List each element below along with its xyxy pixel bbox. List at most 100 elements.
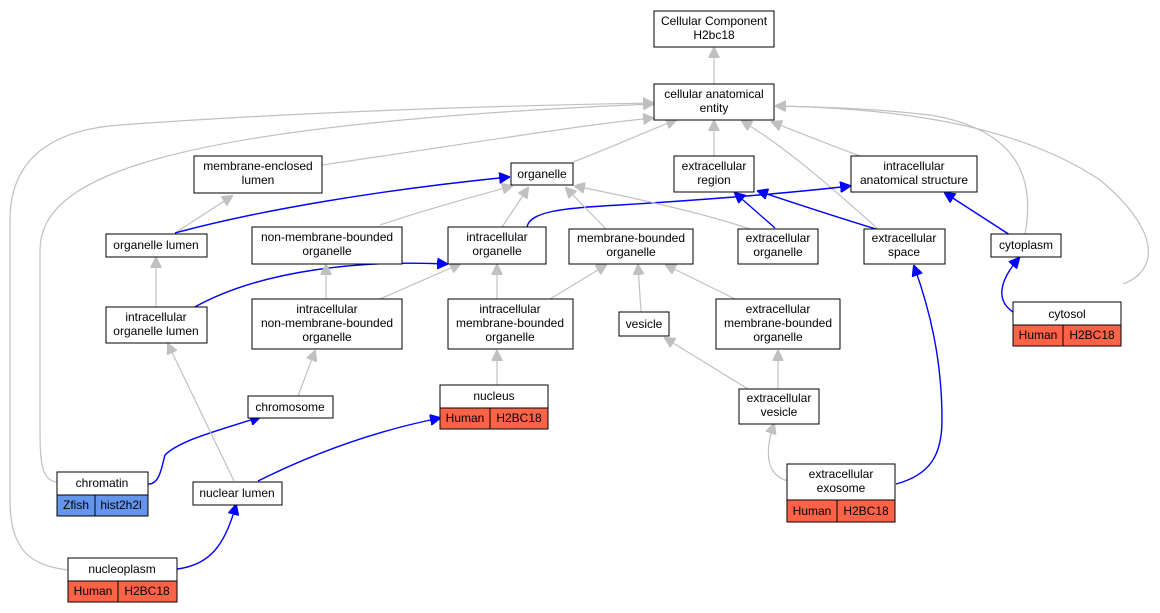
node-label-line: organelle [302, 244, 352, 258]
node-label-line: cytosol [1048, 307, 1085, 321]
node-intracellular-organelle[interactable]: intracellular organelle [447, 226, 547, 265]
node-nuclear-lumen[interactable]: nuclear lumen [192, 481, 283, 506]
edge-exosome-to-extracellular-vesicle [768, 424, 789, 482]
edge-intracellular-organelle-to-organelle [501, 188, 528, 228]
edge-layer [9, 48, 1149, 571]
edge-non-membrane-bounded-to-organelle [379, 186, 512, 226]
gene-badge-nucleoplasm [117, 580, 178, 603]
node-label-line: extracellular [682, 159, 747, 173]
node-label-line: H2bc18 [693, 28, 735, 42]
edge-organelle-lumen-to-organelle [174, 177, 509, 234]
node-label-line: extracellular [746, 302, 811, 316]
species-label: Human [793, 504, 832, 518]
node-label-line: extracellular [809, 467, 874, 481]
node-vesicle[interactable]: vesicle [618, 311, 670, 337]
node-extracellular-space[interactable]: extracellular space [863, 228, 946, 265]
node-label-line: organelle [302, 330, 352, 344]
edge-organelle-to-entity [572, 120, 676, 163]
node-chromatin[interactable]: chromatin Zfish hist2h2l [56, 471, 149, 517]
node-label-line: anatomical structure [860, 173, 968, 187]
node-label-line: organelle lumen [113, 238, 198, 252]
node-cytosol[interactable]: cytosol Human H2BC18 [1012, 301, 1122, 347]
edge-membrane-bounded-to-organelle [566, 188, 607, 230]
edge-cytoplasm-to-intracellular-structure [945, 193, 1011, 236]
gene-label: H2BC18 [843, 504, 889, 518]
edge-chromatin-to-chromosome [147, 417, 260, 485]
edge-nuclear-lumen-to-nucleus [257, 418, 440, 482]
node-intracellular-non-membrane-bounded-organelle[interactable]: intracellular non-membrane-bounded organ… [251, 298, 403, 350]
node-label-line: lumen [242, 173, 275, 187]
gene-label: hist2h2l [100, 498, 141, 512]
node-cytoplasm[interactable]: cytoplasm [990, 233, 1062, 258]
node-label-line: organelle [472, 244, 522, 258]
node-cellular-anatomical-entity[interactable]: cellular anatomical entity [653, 83, 775, 121]
node-membrane-enclosed-lumen[interactable]: membrane-enclosed lumen [193, 155, 323, 194]
node-non-membrane-bounded-organelle[interactable]: non-membrane-bounded organelle [251, 226, 403, 265]
edge-chromatin-to-entity [39, 104, 653, 483]
node-label-line: exosome [817, 481, 866, 495]
species-label: Human [446, 411, 485, 425]
node-label-line: space [888, 245, 920, 259]
edge-chromosome-to-intracellular-nmbo [297, 351, 315, 397]
gene-label: H2BC18 [1069, 328, 1115, 342]
node-nucleus[interactable]: nucleus Human H2BC18 [439, 384, 549, 430]
edge-organelle-lumen-to-membrane-enclosed-lumen [174, 196, 232, 234]
node-label-line: extracellular [747, 391, 812, 405]
edge-intracellular-nmbo-to-intracellular-organelle [379, 264, 460, 300]
node-extracellular-membrane-bounded-organelle[interactable]: extracellular membrane-bounded organelle [715, 298, 841, 350]
node-label-line: intracellular [296, 302, 357, 316]
gene-badge-nucleus [489, 407, 549, 430]
node-label-line: membrane-bounded [724, 316, 832, 330]
node-extracellular-region[interactable]: extracellular region [673, 155, 755, 193]
node-label-line: chromosome [255, 400, 325, 414]
gene-badge-chromatin [94, 494, 149, 517]
gene-label: H2BC18 [496, 411, 542, 425]
node-label-line: intracellular [466, 230, 527, 244]
node-intracellular-anatomical-structure[interactable]: intracellular anatomical structure [850, 155, 978, 193]
node-label-line: organelle [485, 330, 535, 344]
edge-extracellular-organelle-to-extracellular-region [735, 193, 776, 229]
node-label-line: vesicle [761, 405, 798, 419]
edge-intracellular-organelle-to-intracellular-structure [526, 186, 850, 228]
node-label-line: region [697, 173, 730, 187]
edge-intracellular-organelle-lumen-to-intracellular-organelle [192, 263, 447, 309]
node-organelle[interactable]: organelle [510, 162, 574, 186]
node-organelle-lumen[interactable]: organelle lumen [105, 233, 208, 258]
edge-exosome-to-extracellular-space [895, 266, 943, 485]
edge-intracellular-structure-to-entity [772, 122, 861, 157]
edge-nucleoplasm-to-entity [9, 103, 653, 571]
node-label-line: organelle [517, 167, 567, 181]
node-layer: Cellular Component H2bc18 cellular anato… [56, 10, 1122, 603]
species-label: Human [1019, 328, 1058, 342]
node-extracellular-exosome[interactable]: extracellular exosome Human H2BC18 [786, 463, 896, 523]
node-chromosome[interactable]: chromosome [247, 395, 334, 419]
node-label-line: intracellular [883, 159, 944, 173]
node-intracellular-membrane-bounded-organelle[interactable]: intracellular membrane-bounded organelle [447, 298, 574, 350]
node-label-line: nuclear lumen [199, 486, 274, 500]
node-label-line: non-membrane-bounded [261, 230, 393, 244]
node-label-line: organelle [753, 330, 803, 344]
node-label-line: membrane-bounded [577, 231, 685, 245]
node-label-line: nucleus [473, 389, 514, 403]
node-label-line: organelle lumen [113, 324, 198, 338]
edge-extracellular-mbo-to-membrane-bounded [666, 265, 736, 300]
node-label-line: Cellular Component [661, 14, 768, 28]
edge-extracellular-vesicle-to-vesicle [665, 338, 749, 390]
node-extracellular-organelle[interactable]: extracellular organelle [737, 228, 819, 265]
node-label-line: nucleoplasm [88, 562, 155, 576]
node-membrane-bounded-organelle[interactable]: membrane-bounded organelle [568, 228, 694, 265]
edge-nuclear-lumen-to-intracellular-organelle-lumen [168, 344, 235, 482]
edge-nucleoplasm-to-nuclear-lumen [176, 505, 236, 570]
node-nucleoplasm[interactable]: nucleoplasm Human H2BC18 [67, 557, 178, 603]
node-cellular-component[interactable]: Cellular Component H2bc18 [653, 10, 775, 48]
node-label-line: organelle [606, 245, 656, 259]
gene-badge-cytosol [1062, 324, 1122, 347]
node-extracellular-vesicle[interactable]: extracellular vesicle [738, 388, 820, 425]
node-label-line: vesicle [626, 317, 663, 331]
node-intracellular-organelle-lumen[interactable]: intracellular organelle lumen [105, 306, 208, 344]
edge-cytosol-to-cytoplasm [1001, 258, 1019, 313]
node-label-line: extracellular [746, 231, 811, 245]
edge-cytosol-to-entity [776, 106, 1149, 285]
edge-extracellular-space-to-entity [742, 121, 879, 230]
